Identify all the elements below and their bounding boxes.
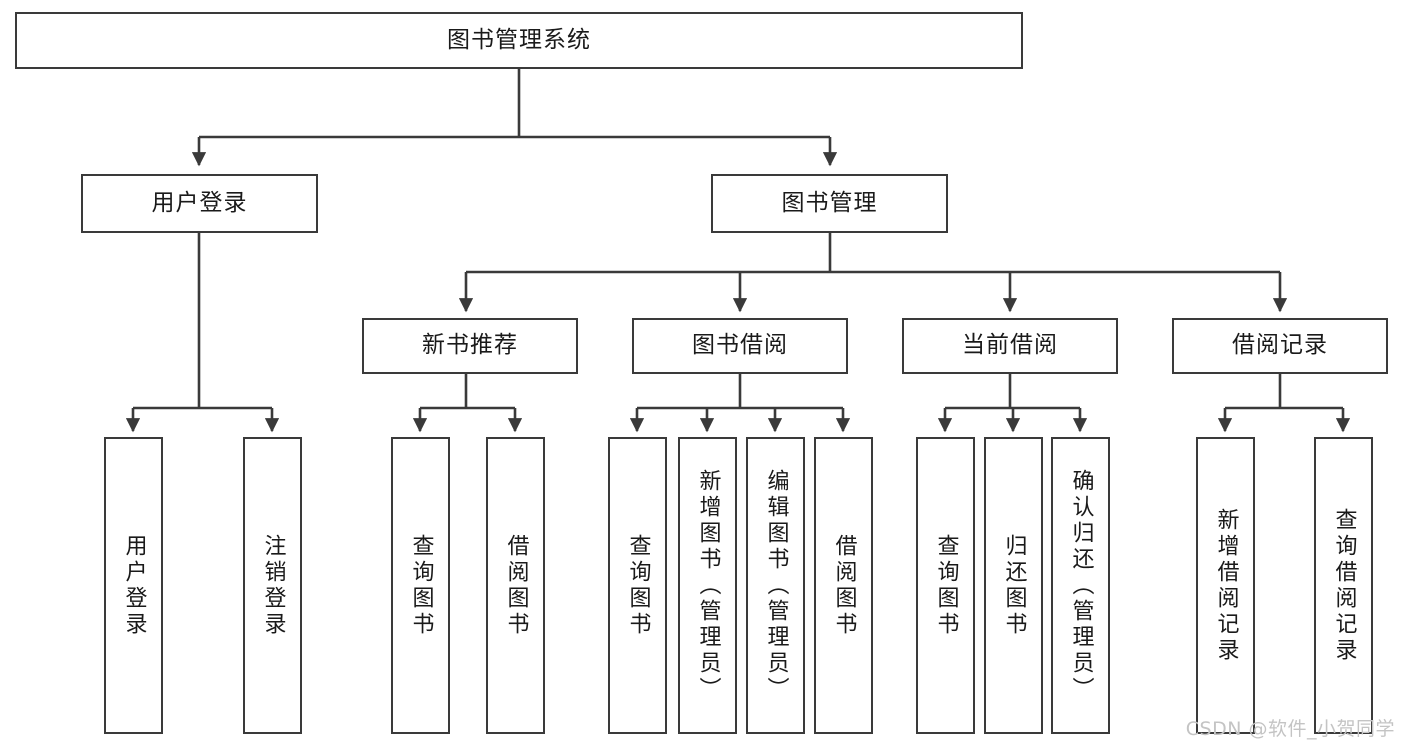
leaf-return-book[interactable]: 归还图书 (984, 437, 1043, 734)
node-book-management[interactable]: 图书管理 (711, 174, 948, 233)
leaf-add-borrow-record-label: 新增借阅记录 (1213, 507, 1239, 664)
leaf-confirm-return-admin[interactable]: 确认归还（管理员） (1051, 437, 1110, 734)
leaf-add-book-admin-label: 新增图书（管理员） (695, 468, 721, 703)
node-user-login[interactable]: 用户登录 (81, 174, 318, 233)
node-current-borrow-label: 当前借阅 (962, 332, 1058, 359)
leaf-query-book[interactable]: 查询图书 (608, 437, 667, 734)
leaf-user-login-label: 用户登录 (121, 533, 147, 638)
node-new-book-recommend[interactable]: 新书推荐 (362, 318, 578, 374)
node-book-management-label: 图书管理 (781, 189, 878, 216)
leaf-query-borrow-record-label: 查询借阅记录 (1331, 507, 1357, 664)
leaf-borrow-book[interactable]: 借阅图书 (814, 437, 873, 734)
leaf-logout-label: 注销登录 (260, 533, 286, 638)
leaf-logout[interactable]: 注销登录 (243, 437, 302, 734)
leaf-borrow-book-recommend-label: 借阅图书 (503, 533, 529, 638)
node-current-borrow[interactable]: 当前借阅 (902, 318, 1118, 374)
node-borrow-record[interactable]: 借阅记录 (1172, 318, 1388, 374)
leaf-query-book-label: 查询图书 (625, 533, 651, 638)
leaf-query-book-current[interactable]: 查询图书 (916, 437, 975, 734)
node-borrow-record-label: 借阅记录 (1232, 332, 1328, 359)
leaf-query-borrow-record[interactable]: 查询借阅记录 (1314, 437, 1373, 734)
leaf-borrow-book-label: 借阅图书 (831, 533, 857, 638)
leaf-query-book-current-label: 查询图书 (933, 533, 959, 638)
leaf-edit-book-admin-label: 编辑图书（管理员） (763, 468, 789, 703)
node-root[interactable]: 图书管理系统 (15, 12, 1023, 69)
leaf-add-book-admin[interactable]: 新增图书（管理员） (678, 437, 737, 734)
node-book-borrow[interactable]: 图书借阅 (632, 318, 848, 374)
leaf-edit-book-admin[interactable]: 编辑图书（管理员） (746, 437, 805, 734)
node-book-borrow-label: 图书借阅 (692, 332, 788, 359)
csdn-watermark: CSDN @软件_小贺同学 (1185, 718, 1395, 740)
leaf-query-book-recommend-label: 查询图书 (408, 533, 434, 638)
leaf-borrow-book-recommend[interactable]: 借阅图书 (486, 437, 545, 734)
leaf-add-borrow-record[interactable]: 新增借阅记录 (1196, 437, 1255, 734)
node-root-label: 图书管理系统 (447, 26, 591, 53)
node-user-login-label: 用户登录 (151, 189, 248, 216)
leaf-query-book-recommend[interactable]: 查询图书 (391, 437, 450, 734)
leaf-user-login[interactable]: 用户登录 (104, 437, 163, 734)
node-new-book-recommend-label: 新书推荐 (422, 332, 518, 359)
leaf-confirm-return-admin-label: 确认归还（管理员） (1068, 468, 1094, 703)
leaf-return-book-label: 归还图书 (1001, 533, 1027, 638)
